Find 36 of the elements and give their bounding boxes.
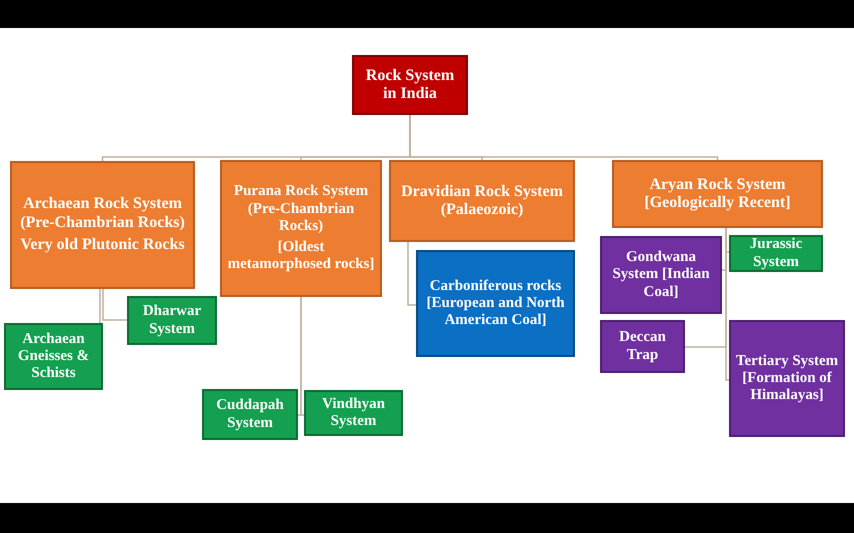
box-text: [Oldest metamorphosed rocks] <box>226 239 376 274</box>
box-text: Vindhyan System <box>321 396 386 430</box>
rock-box <box>389 160 575 242</box>
rock-box <box>304 390 403 436</box>
rock-box <box>416 250 575 357</box>
rock-box <box>4 323 103 390</box>
box-text: Dharwar System <box>142 303 202 338</box>
box-text: Very old Plutonic Rocks <box>20 236 185 255</box>
rock-box <box>612 160 823 228</box>
box-text: Archaean Gneisses & Schists <box>16 330 90 382</box>
box-text: Dravidian Rock System (Palaeozoic) <box>400 182 564 220</box>
rock-box <box>600 320 685 373</box>
rock-box <box>352 55 468 115</box>
connector-line <box>409 115 718 160</box>
connector-line <box>102 289 127 321</box>
box-text: Jurassic System <box>748 236 804 271</box>
connector-line <box>407 242 416 306</box>
rock-box <box>10 161 195 289</box>
box-text: Deccan Trap <box>618 329 667 364</box>
box-text: Rock System in India <box>364 66 456 104</box>
connector-line <box>300 297 304 416</box>
box-text: Cuddapah System <box>215 397 285 432</box>
connector-line <box>725 228 729 381</box>
rock-box <box>600 236 722 314</box>
rock-box <box>729 235 823 272</box>
box-text: Tertiary System [Formation of Himalayas] <box>735 352 839 404</box>
box-text: Aryan Rock System [Geologically Recent] <box>643 176 792 212</box>
box-text: Purana Rock System (Pre-Chambrian Rocks) <box>232 183 370 236</box>
rock-box <box>202 389 298 440</box>
box-text: Gondwana System [Indian Coal] <box>611 249 711 301</box>
rock-box <box>127 296 217 345</box>
rock-box <box>729 320 845 437</box>
box-text: Carboniferous rocks [European and North American Coal] <box>425 278 566 330</box>
rock-box <box>220 160 382 297</box>
box-text: Archaean Rock System (Pre-Chambrian Rocks) <box>19 195 186 232</box>
connector-line <box>99 289 101 323</box>
